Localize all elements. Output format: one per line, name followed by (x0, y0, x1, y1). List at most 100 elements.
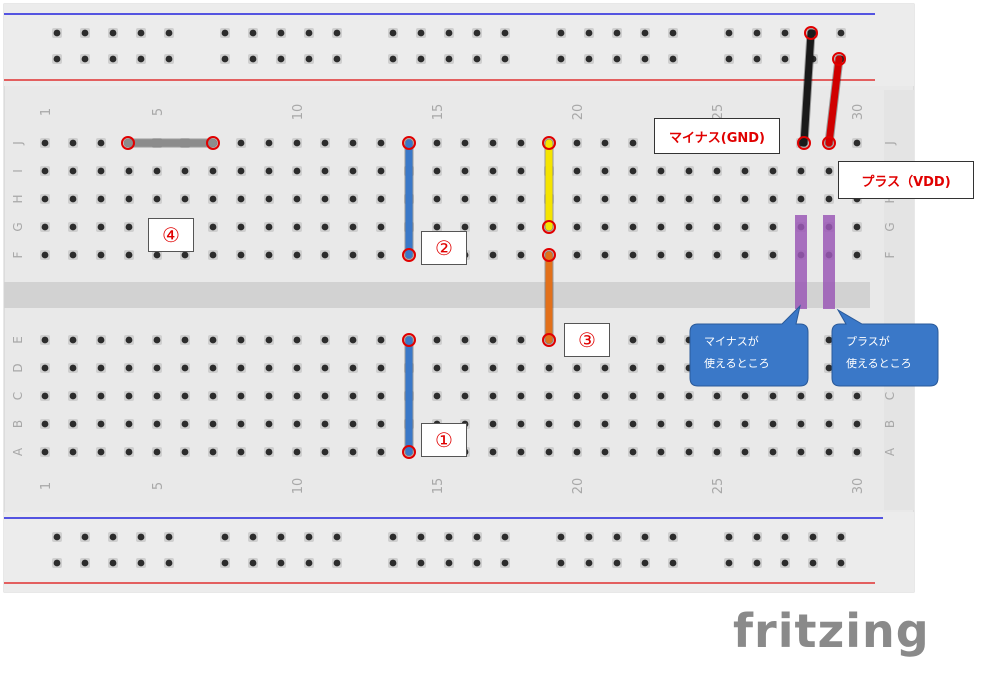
hole-pin (601, 223, 609, 231)
rail-hole-pin (277, 55, 285, 63)
hole-pin (657, 392, 665, 400)
wire-end (804, 26, 818, 40)
hole-pin (573, 420, 581, 428)
hole-pin (853, 448, 861, 456)
hole-pin (377, 448, 385, 456)
hole-pin (41, 420, 49, 428)
hole-pin (377, 195, 385, 203)
wire-end-core (124, 139, 132, 147)
rail-hole-pin (137, 55, 145, 63)
hole-pin (545, 420, 553, 428)
hole-pin (685, 167, 693, 175)
hole-pin (377, 420, 385, 428)
right-edge-strip (884, 90, 914, 510)
rail-hole-pin (305, 29, 313, 37)
rail-hole-pin (277, 559, 285, 567)
hole-pin (293, 420, 301, 428)
wire-end-core (405, 336, 413, 344)
hole-pin (41, 167, 49, 175)
hole-pin (265, 392, 273, 400)
rail-hole-pin (641, 559, 649, 567)
hole-pin (853, 139, 861, 147)
hole-pin (657, 223, 665, 231)
hole-pin (797, 195, 805, 203)
hole-pin (489, 448, 497, 456)
hole-pin (657, 364, 665, 372)
rail-hole-pin (641, 533, 649, 541)
wire-end-core (545, 251, 553, 259)
hole-pin (713, 195, 721, 203)
hole-pin (853, 223, 861, 231)
hole-pin (293, 364, 301, 372)
hole-pin (517, 364, 525, 372)
rail-hole-pin (81, 559, 89, 567)
plus-vdd-text: プラス（VDD) (861, 174, 951, 190)
hole-pin (573, 364, 581, 372)
wire-end-core (800, 139, 808, 147)
hole-pin (321, 420, 329, 428)
label-num-3: ③ (564, 323, 610, 357)
hole-pin (545, 448, 553, 456)
hole-pin (461, 364, 469, 372)
hole-pin (237, 364, 245, 372)
hole-pin (125, 251, 133, 259)
hole-pin (265, 251, 273, 259)
rail-hole-pin (473, 533, 481, 541)
rail-hole-pin (53, 55, 61, 63)
rail-hole-pin (781, 55, 789, 63)
hole-pin (601, 195, 609, 203)
hole-pin (853, 392, 861, 400)
rail-hole-pin (725, 55, 733, 63)
rail-hole-pin (389, 559, 397, 567)
hole-pin (741, 448, 749, 456)
hole-pin (573, 251, 581, 259)
rail-hole-pin (557, 55, 565, 63)
wire-end-core (545, 223, 553, 231)
hole-pin (125, 167, 133, 175)
hole-pin (461, 195, 469, 203)
wire-end (832, 52, 846, 66)
label-num-4: ④ (148, 218, 194, 252)
rail-hole-pin (53, 559, 61, 567)
wire-end (542, 136, 556, 150)
hole-pin (769, 223, 777, 231)
black-gnd-wire (797, 26, 818, 150)
rail-hole-pin (585, 533, 593, 541)
rail-hole-pin (445, 29, 453, 37)
rail-hole-pin (53, 533, 61, 541)
rail-hole-pin (249, 533, 257, 541)
hole-pin (601, 167, 609, 175)
hole-pin (181, 448, 189, 456)
rail-hole-pin (137, 29, 145, 37)
row-letter: B (883, 420, 897, 428)
hole-pin (517, 420, 525, 428)
rail-hole-pin (585, 559, 593, 567)
blue-jumper-wire-2 (402, 136, 416, 262)
hole-pin (321, 223, 329, 231)
hole-pin (69, 420, 77, 428)
column-number: 20 (571, 104, 586, 121)
rail-hole-pin (473, 559, 481, 567)
hole-pin (321, 167, 329, 175)
hole-pin (657, 251, 665, 259)
hole-pin (489, 420, 497, 428)
hole-pin (125, 392, 133, 400)
hole-pin (769, 251, 777, 259)
rail-hole-pin (333, 55, 341, 63)
wire-end-core (405, 251, 413, 259)
hole-pin (517, 139, 525, 147)
hole-pin (853, 251, 861, 259)
rail-hole-pin (389, 55, 397, 63)
center-channel (4, 282, 870, 308)
hole-pin (321, 336, 329, 344)
rail-hole-pin (305, 533, 313, 541)
hole-pin (517, 251, 525, 259)
hole-pin (209, 364, 217, 372)
hole-pin (433, 167, 441, 175)
rail-hole-pin (473, 55, 481, 63)
rail-hole-pin (501, 559, 509, 567)
hole-pin (97, 392, 105, 400)
hole-pin (265, 167, 273, 175)
hole-pin (517, 336, 525, 344)
plus-column-highlight (823, 215, 835, 309)
